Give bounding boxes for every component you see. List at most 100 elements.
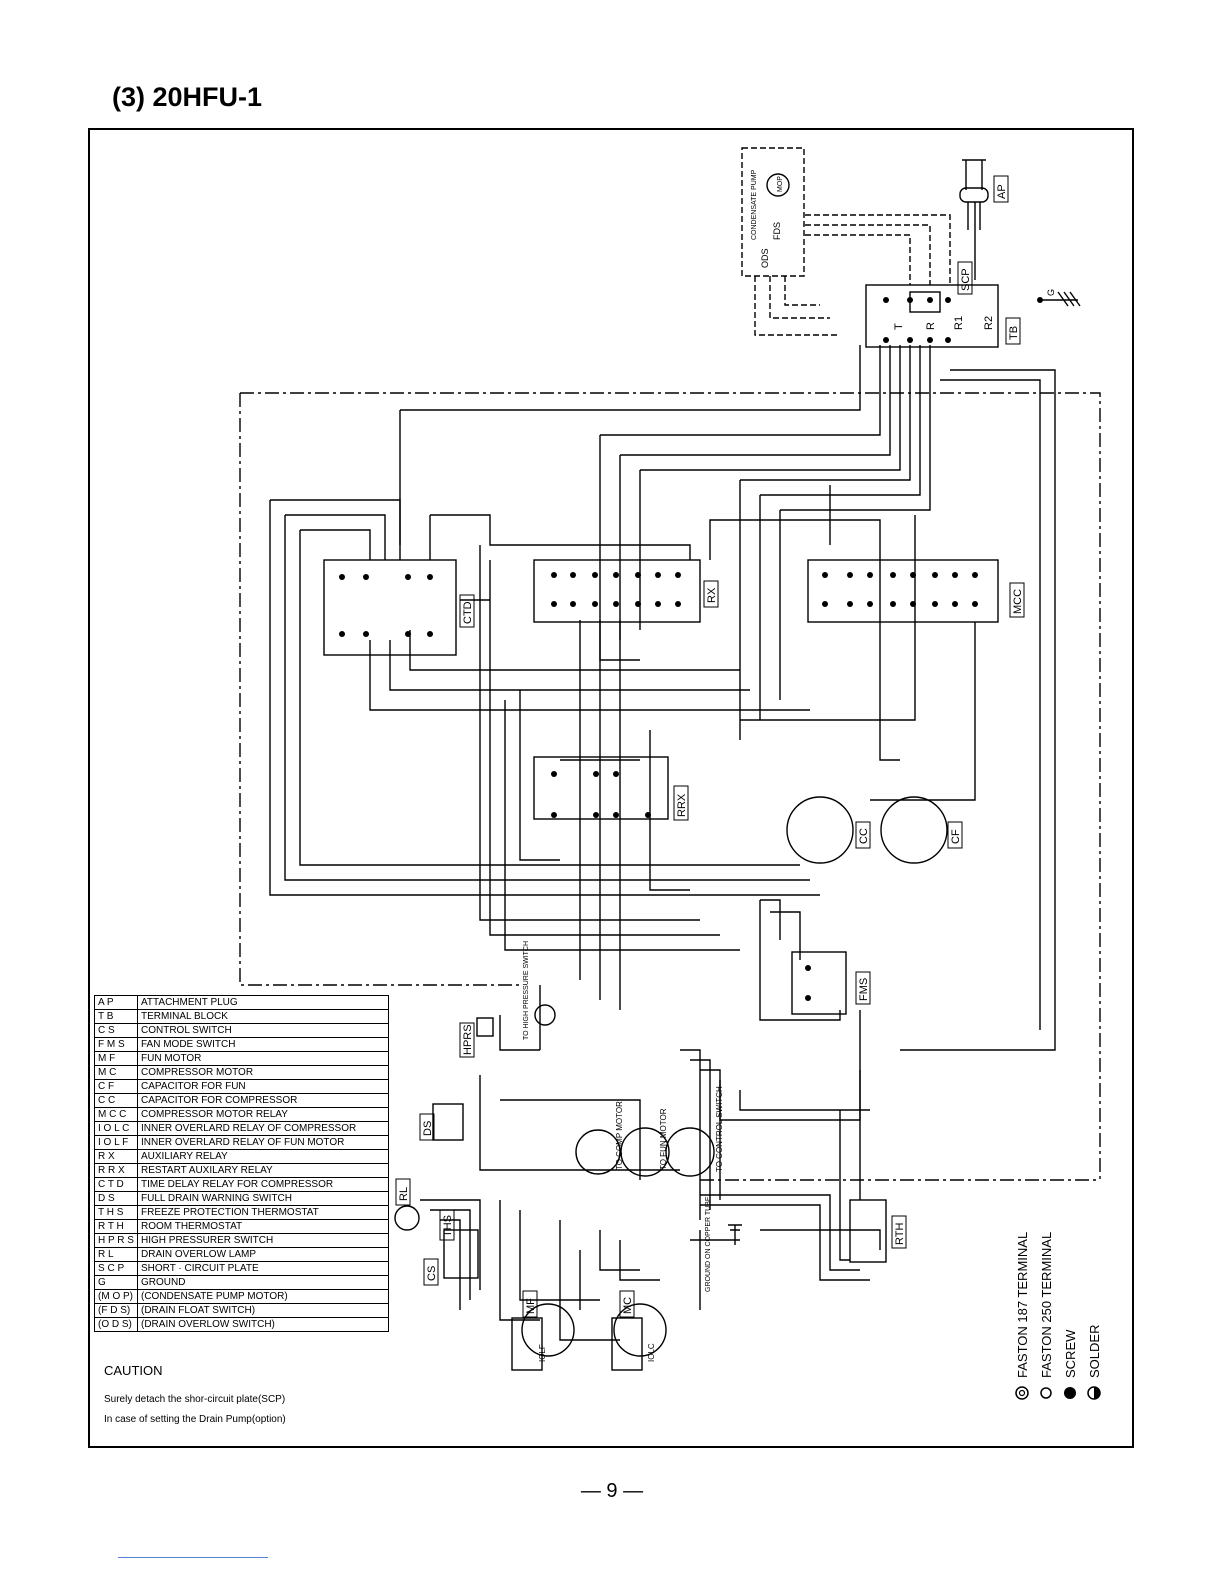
label-cs: CS [426,1266,438,1281]
caution-line-2: In case of setting the Drain Pump(option… [104,1414,286,1425]
legend-description: INNER OVERLARD RELAY OF FUN MOTOR [137,1135,389,1150]
cf-capacitor [880,796,948,864]
footer-rule [118,1557,268,1558]
caution-line-1: Surely detach the shor-circuit plate(SCP… [104,1394,286,1405]
legend-code: A P [94,995,138,1010]
label-fds: FDS [772,222,782,240]
legend-description: FUN MOTOR [137,1051,389,1066]
legend-description: AUXILIARY RELAY [137,1149,389,1164]
legend-code: (O D S) [94,1317,138,1332]
legend-description: FAN MODE SWITCH [137,1037,389,1052]
legend-row: (M O P)(CONDENSATE PUMP MOTOR) [94,1289,389,1304]
legend-description: COMPRESSOR MOTOR RELAY [137,1107,389,1122]
label-mc: MC [622,1297,634,1314]
legend-description: SHORT · CIRCUIT PLATE [137,1261,389,1276]
legend-code: D S [94,1191,138,1206]
legend-description: (CONDENSATE PUMP MOTOR) [137,1289,389,1304]
key-screw: SCREW [1063,1329,1078,1378]
legend-code: M F [94,1051,138,1066]
legend-code: (M O P) [94,1289,138,1304]
legend-code: G [94,1275,138,1290]
label-mf: MF [525,1298,537,1314]
label-rx: RX [706,587,718,603]
legend-description: TERMINAL BLOCK [137,1009,389,1024]
legend-description: (DRAIN OVERLOW SWITCH) [137,1317,389,1332]
fan-motor [521,1303,575,1357]
label-to-fun-motor: TO FUN MOTOR [659,1108,668,1170]
label-fms: FMS [858,978,870,1001]
label-mcc: MCC [1012,589,1024,614]
page-number: — 9 — [580,1480,644,1502]
mcc-relay-box [807,559,999,623]
label-scp: SCP [960,268,972,291]
label-ctd: CTD [462,601,474,624]
page-title: (3) 20HFU-1 [112,82,263,112]
legend-description: (DRAIN FLOAT SWITCH) [137,1303,389,1318]
label-ground-g: G [1046,289,1056,296]
label-to-high-pressure-switch: TO HIGH PRESSURE SWITCH [523,941,530,1040]
label-cc: CC [858,828,870,844]
label-tb: TB [1008,326,1020,340]
label-ds: DS [422,1121,434,1136]
legend-code: C C [94,1093,138,1108]
legend-code: R L [94,1247,138,1262]
rth-box [849,1199,887,1263]
legend-code: R X [94,1149,138,1164]
legend-code: M C [94,1065,138,1080]
key-solder: SOLDER [1087,1325,1102,1378]
label-rl: RL [398,1187,410,1201]
legend-code: C T D [94,1177,138,1192]
legend-code: C S [94,1023,138,1038]
rx-relay-box [533,559,701,623]
terminal-block [865,284,999,348]
legend-code: T H S [94,1205,138,1220]
tb-terminal-r2: R2 [983,316,995,330]
comp-motor [613,1303,667,1357]
tb-terminal-r1: R1 [953,316,965,330]
fms-box [791,951,847,1015]
legend-code: (F D S) [94,1303,138,1318]
label-cf: CF [950,829,962,844]
key-faston-250: FASTON 250 TERMINAL [1039,1232,1054,1378]
legend-code: I O L C [94,1121,138,1136]
caution-heading: CAUTION [104,1363,163,1378]
label-ods: ODS [760,248,770,268]
legend-row: (O D S)(DRAIN OVERLOW SWITCH) [94,1317,389,1332]
legend-code: H P R S [94,1233,138,1248]
rrx-relay-box [533,756,669,820]
legend-description: COMPRESSOR MOTOR [137,1065,389,1080]
legend-description: CAPACITOR FOR COMPRESSOR [137,1093,389,1108]
legend-code: T B [94,1009,138,1024]
legend-code: I O L F [94,1135,138,1150]
condensate-pump-box [741,147,805,277]
legend-description: RESTART AUXILARY RELAY [137,1163,389,1178]
legend-code: M C C [94,1107,138,1122]
label-ap: AP [996,184,1008,199]
label-ground-on-copper-tube: GROUND ON COPPER TUBE [705,1196,712,1292]
label-ths: THS [442,1215,454,1237]
label-rth: RTH [894,1223,906,1245]
label-to-control-switch: TO CONTROL SWITCH [715,1086,724,1172]
cc-capacitor [786,796,854,864]
legend-description: ROOM THERMOSTAT [137,1219,389,1234]
legend-description: INNER OVERLARD RELAY OF COMPRESSOR [137,1121,389,1136]
tb-terminal-r: R [925,322,937,330]
legend-code: R R X [94,1163,138,1178]
legend-description: CAPACITOR FOR FUN [137,1079,389,1094]
